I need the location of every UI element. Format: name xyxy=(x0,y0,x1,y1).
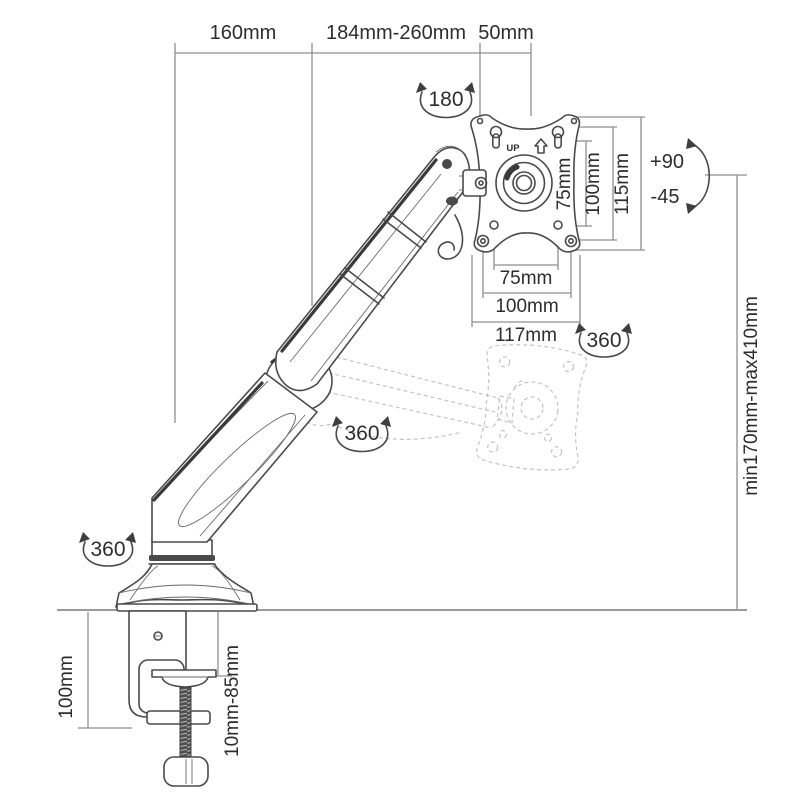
rotation-360-plate: 360 xyxy=(586,329,621,352)
tilt-up-90: +90 xyxy=(650,151,684,173)
base xyxy=(115,539,255,608)
rotation-360-base: 360 xyxy=(90,538,125,561)
dim-184-260mm: 184mm-260mm xyxy=(326,22,466,44)
rotation-360-arm: 360 xyxy=(344,422,379,445)
hub-slot xyxy=(504,164,520,181)
dim-vesa-v75: 75mm xyxy=(554,158,575,211)
dim-vesa-h100: 100mm xyxy=(495,296,558,317)
rotation-indicators xyxy=(79,82,711,567)
up-arrow-icon xyxy=(534,138,548,154)
tilt-down-45: -45 xyxy=(651,186,680,208)
dim-vesa-v115: 115mm xyxy=(612,153,633,215)
dim-160mm: 160mm xyxy=(210,22,277,44)
dim-clamp-100mm: 100mm xyxy=(56,655,77,718)
dimension-labels: 160mm 184mm-260mm 50mm 180 +90 -45 75mm … xyxy=(56,22,762,757)
clamp-lower-jaw xyxy=(146,710,211,725)
dim-vesa-h75: 75mm xyxy=(500,268,553,289)
desk-clamp xyxy=(116,603,258,787)
cable-hook xyxy=(437,214,464,260)
clamp-screw xyxy=(179,686,192,758)
rotation-180: 180 xyxy=(428,88,463,111)
vesa-plate: UP xyxy=(459,114,581,253)
dim-50mm: 50mm xyxy=(478,22,534,44)
dim-height-range: min170mm-max410mm xyxy=(741,296,762,496)
up-marking: UP xyxy=(506,143,520,154)
dim-vesa-v100: 100mm xyxy=(583,152,604,215)
upper-arm xyxy=(274,145,471,392)
dim-clamp-range: 10mm-85mm xyxy=(222,645,243,757)
head-pivot xyxy=(442,159,452,169)
dim-vesa-117: 117mm xyxy=(495,325,557,346)
ghost-rotated-vesa-plate xyxy=(475,344,588,471)
